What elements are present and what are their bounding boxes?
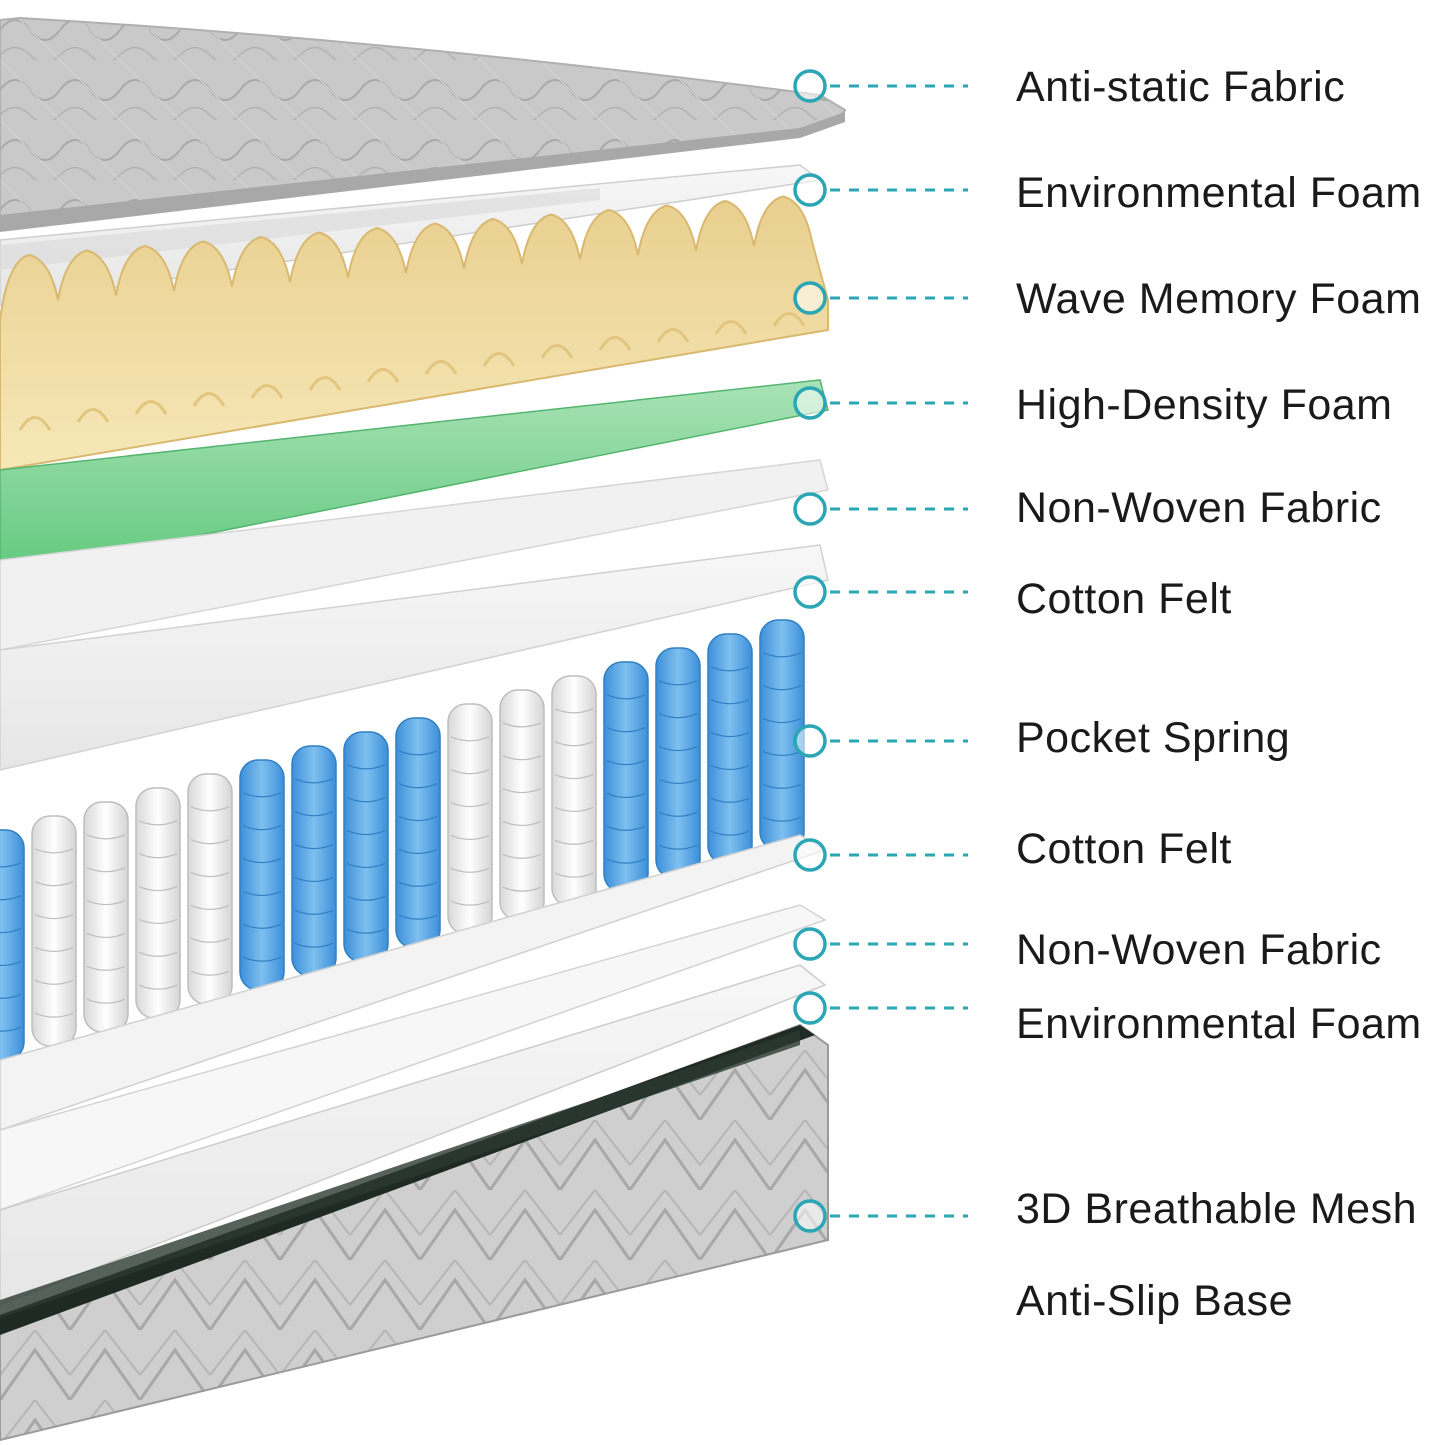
wave-ridge xyxy=(134,400,168,415)
pocket-spring-coil xyxy=(395,717,441,949)
cotton-felt-layer-top xyxy=(0,544,829,771)
label-environmental-foam-bottom: Environmental Foam xyxy=(1016,1000,1422,1048)
wave-ridge xyxy=(598,336,632,351)
wave-ridge xyxy=(424,360,458,375)
label-anti-static-fabric: Anti-static Fabric xyxy=(1016,63,1346,111)
callout-marker xyxy=(793,724,968,758)
callout-marker xyxy=(793,386,968,420)
wave-ridge xyxy=(366,368,400,383)
pocket-spring-coil xyxy=(31,815,77,1047)
callout-markers xyxy=(793,69,968,1233)
callout-marker xyxy=(793,492,968,526)
pocket-spring-coil xyxy=(655,647,701,879)
pocket-spring-coil xyxy=(0,829,25,1061)
label-non-woven-fabric-top: Non-Woven Fabric xyxy=(1016,484,1382,532)
label-cotton-felt-top: Cotton Felt xyxy=(1016,575,1232,623)
anti-static-fabric-layer xyxy=(0,16,847,232)
environmental-foam-layer-bottom xyxy=(0,964,827,1306)
label-anti-slip-base: Anti-Slip Base xyxy=(1016,1277,1294,1325)
pocket-spring-coil xyxy=(135,787,181,1019)
wave-ridge xyxy=(18,416,52,431)
callout-marker xyxy=(793,281,968,315)
wave-ridge xyxy=(308,376,342,391)
label-pocket-spring: Pocket Spring xyxy=(1016,714,1291,762)
wave-memory-foam-layer xyxy=(0,195,829,472)
pocket-spring-coil xyxy=(239,759,285,991)
callout-marker xyxy=(793,575,968,609)
callout-marker xyxy=(793,173,968,207)
label-wave-memory-foam: Wave Memory Foam xyxy=(1016,275,1422,323)
pocket-spring-coil xyxy=(603,661,649,893)
non-woven-fabric-layer-top xyxy=(0,459,829,651)
wave-ridge xyxy=(76,408,110,423)
pocket-spring-coil xyxy=(707,633,753,865)
pocket-spring-coil xyxy=(83,801,129,1033)
pocket-spring-coil xyxy=(187,773,233,1005)
label-non-woven-fabric-bottom: Non-Woven Fabric xyxy=(1016,926,1382,974)
label-high-density-foam: High-Density Foam xyxy=(1016,381,1393,429)
wave-ridge xyxy=(772,312,806,327)
label-environmental-foam-top: Environmental Foam xyxy=(1016,169,1422,217)
pocket-spring-coil xyxy=(291,745,337,977)
callout-marker xyxy=(793,838,968,872)
pocket-spring-coil xyxy=(551,675,597,907)
wave-ridge xyxy=(656,328,690,343)
callout-marker xyxy=(793,69,968,103)
high-density-foam-layer xyxy=(0,379,829,576)
callout-marker xyxy=(793,927,968,961)
non-woven-fabric-layer-bottom xyxy=(0,904,827,1211)
callout-marker xyxy=(793,1199,968,1233)
wave-ridge xyxy=(250,384,284,399)
wave-ridge xyxy=(192,392,226,407)
pocket-spring-layer xyxy=(0,619,805,1061)
label-cotton-felt-bottom: Cotton Felt xyxy=(1016,825,1232,873)
wave-ridge xyxy=(540,344,574,359)
label-3d-breathable-mesh: 3D Breathable Mesh xyxy=(1016,1185,1417,1233)
callout-marker xyxy=(793,991,968,1025)
wave-ridge xyxy=(482,352,516,367)
pocket-spring-coil xyxy=(499,689,545,921)
pocket-spring-coil xyxy=(343,731,389,963)
wave-ridge xyxy=(714,320,748,335)
pocket-spring-coil xyxy=(447,703,493,935)
